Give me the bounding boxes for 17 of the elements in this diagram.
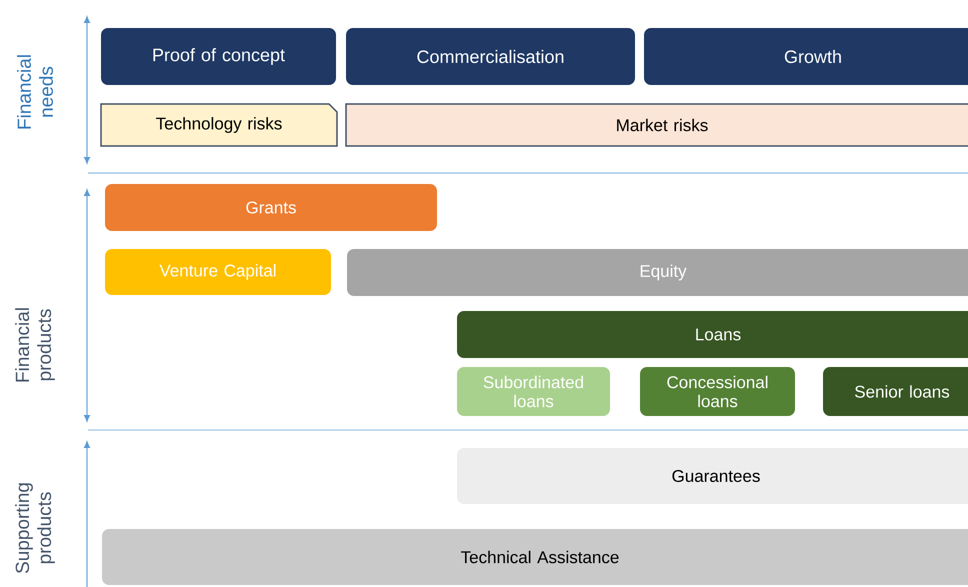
product-bar: Loans [457,311,968,358]
loan-box: Subordinated loans [457,367,610,416]
product-bar: Guarantees [457,448,968,504]
loan-box: Concessional loans [640,367,795,416]
risk-box: Technology risks [100,103,338,147]
product-bar: Grants [105,184,437,231]
product-bar: Venture Capital [105,249,331,295]
product-bar: Equity [347,249,968,296]
phase-box: Growth [644,28,968,85]
section-label: Supporting products [15,483,55,574]
section-label: Financial products [15,308,55,382]
risk-box: Market risks [345,103,968,147]
phase-box: Commercialisation [346,28,635,85]
section-label: Financial needs [17,55,53,128]
phase-box: Proof of concept [101,28,336,85]
loan-box: Senior loans [823,367,968,416]
product-bar: Technical Assistance [102,529,968,585]
